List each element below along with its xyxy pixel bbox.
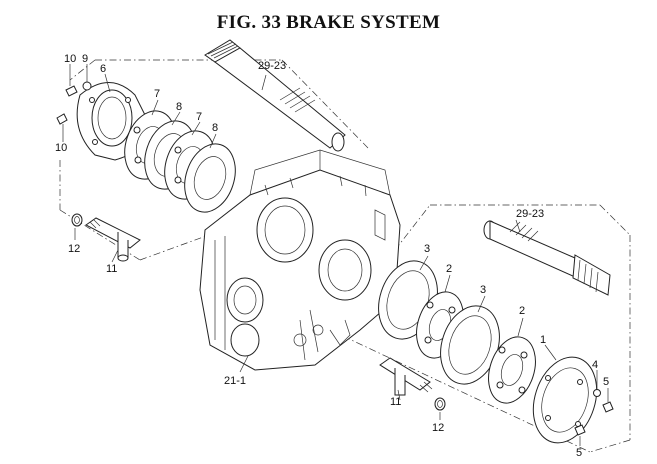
brake-cover-1 xyxy=(532,356,598,444)
ball-4 xyxy=(593,370,601,397)
callout-1: 1 xyxy=(540,334,546,346)
transmission-case xyxy=(199,149,401,371)
callout-3-second: 3 xyxy=(480,284,486,296)
callout-2-first: 2 xyxy=(446,263,452,275)
bolt-5-upper xyxy=(602,388,614,413)
callout-3-first: 3 xyxy=(424,243,430,255)
callout-10-upper: 10 xyxy=(64,53,76,65)
callout-9: 9 xyxy=(82,53,88,65)
assembly-frame-right xyxy=(329,204,631,453)
callout-5-upper: 5 xyxy=(603,376,609,388)
bolt-10-upper xyxy=(65,64,78,97)
callout-12-left: 12 xyxy=(68,243,80,255)
washer-9 xyxy=(82,64,92,91)
bolt-5-lower xyxy=(574,424,586,446)
callout-29-23-lower: 29-23 xyxy=(516,208,544,220)
callout-7-first: 7 xyxy=(154,88,160,100)
brake-disc-8b xyxy=(184,143,236,213)
callout-6: 6 xyxy=(100,63,106,75)
callout-2-second: 2 xyxy=(519,305,525,317)
o-ring-12-left xyxy=(71,213,83,227)
callout-11-right: 11 xyxy=(390,396,401,408)
bolt-10-lower xyxy=(56,113,68,142)
callout-labels: 10 9 6 29-23 7 8 7 8 10 12 11 29-23 3 2 … xyxy=(55,53,609,459)
callout-5-lower: 5 xyxy=(576,447,582,459)
callout-8-second: 8 xyxy=(212,122,218,134)
callout-11-left: 11 xyxy=(106,263,117,275)
callout-12-right: 12 xyxy=(432,422,444,434)
brake-disc-3b xyxy=(440,305,500,385)
callout-29-23-upper: 29-23 xyxy=(258,60,286,72)
callout-7-second: 7 xyxy=(196,111,202,123)
callout-4: 4 xyxy=(592,359,598,371)
figure-title: FIG. 33 BRAKE SYSTEM xyxy=(216,12,441,33)
axle-shaft-upper xyxy=(204,39,346,152)
axle-shaft-lower xyxy=(483,220,611,296)
actuating-shaft-right xyxy=(379,357,433,396)
leader-lines xyxy=(74,73,557,420)
o-ring-12-right xyxy=(434,397,446,411)
callout-8-first: 8 xyxy=(176,101,182,113)
friction-plate-2b xyxy=(488,336,536,404)
actuating-shaft-left xyxy=(85,217,141,262)
callout-21-1: 21-1 xyxy=(224,375,246,387)
callout-10-lower: 10 xyxy=(55,142,67,154)
